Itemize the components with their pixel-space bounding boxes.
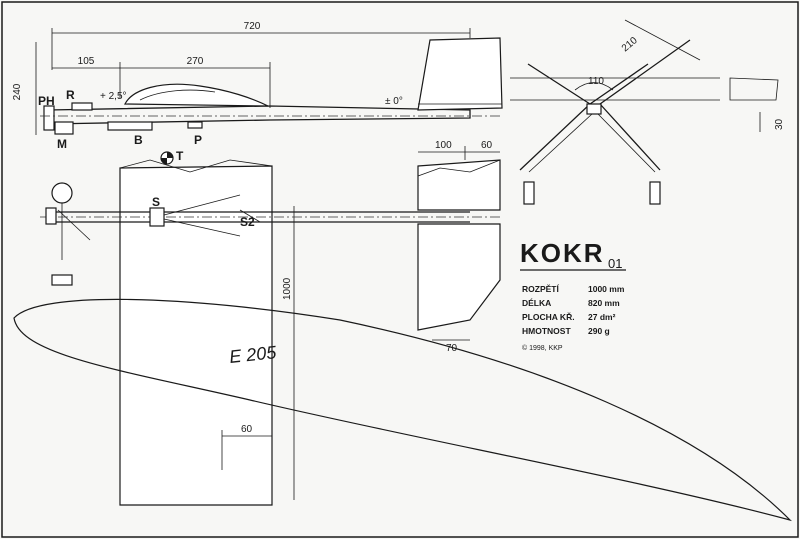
model-suffix: 01 xyxy=(608,256,622,271)
label-R: R xyxy=(66,88,75,102)
dihedral-spread-dim: 110 xyxy=(588,76,604,87)
side-view: 720 105 270 240 + 2,5° ± 0° PH R M B P xyxy=(12,21,503,151)
spec-value-3: 290 g xyxy=(588,326,610,336)
nose-to-wing-dim: 105 xyxy=(78,56,95,67)
spec-value-1: 820 mm xyxy=(588,298,620,308)
stab-tip-dim: 60 xyxy=(481,140,493,151)
label-PH: PH xyxy=(38,94,55,108)
wing-tip-dim: 60 xyxy=(241,424,253,435)
spec-label-0: ROZPĚTÍ xyxy=(522,283,559,294)
spec-label-1: DÉLKA xyxy=(522,298,551,308)
wing-chord-dim: 270 xyxy=(187,56,204,67)
label-S: S xyxy=(152,195,160,209)
top-view: 60 1000 S S2 T 100 60 70 xyxy=(40,140,501,506)
stab-angle-label: ± 0° xyxy=(385,96,403,107)
label-S2: S2 xyxy=(240,215,255,229)
label-M: M xyxy=(57,137,67,151)
airfoil-section: E 205 xyxy=(13,298,793,522)
title-block: KOKR 01 ROZPĚTÍ 1000 mm DÉLKA 820 mm PLO… xyxy=(520,238,626,352)
pylon-height-dim: 240 xyxy=(12,83,23,100)
label-T: T xyxy=(176,149,184,163)
gear-height-dim: 30 xyxy=(774,118,785,130)
span-dim: 1000 xyxy=(282,277,293,300)
spec-label-3: HMOTNOST xyxy=(522,326,571,336)
wing-angle-label: + 2,5° xyxy=(100,91,127,102)
label-P: P xyxy=(194,133,202,147)
front-view: 210 110 30 xyxy=(510,19,785,205)
airfoil-name: E 205 xyxy=(228,342,278,367)
dihedral-leg-dim: 210 xyxy=(620,35,640,54)
overall-length-dim: 720 xyxy=(244,21,261,32)
stab-tip-bottom-dim: 70 xyxy=(446,343,458,354)
label-B: B xyxy=(134,133,143,147)
spec-value-0: 1000 mm xyxy=(588,284,625,294)
model-name: KOKR xyxy=(520,238,605,268)
copyright: © 1998, KKP xyxy=(522,344,563,352)
spec-value-2: 27 dm² xyxy=(588,312,616,322)
stab-root-dim: 100 xyxy=(435,140,452,151)
spec-label-2: PLOCHA KŘ. xyxy=(522,311,575,322)
